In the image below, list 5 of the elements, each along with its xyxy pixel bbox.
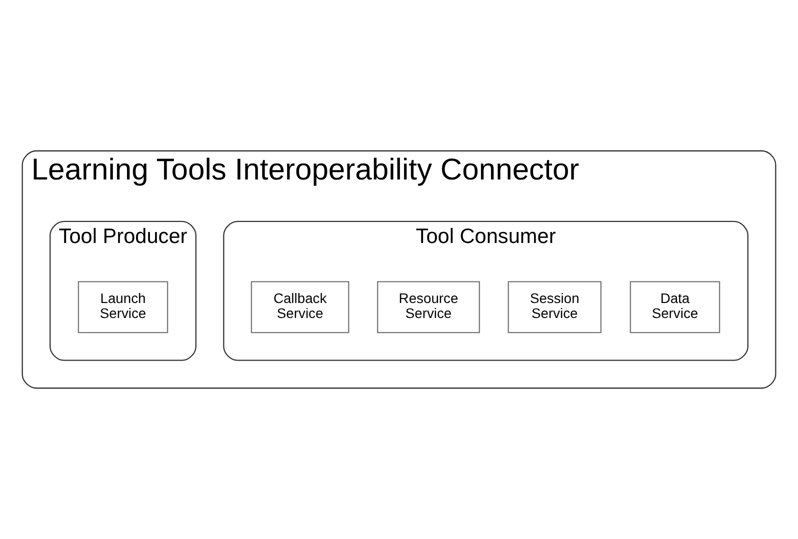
- node-box: Launch Service: [78, 281, 168, 334]
- node-box: Session Service: [508, 281, 602, 334]
- node-box: Resource Service: [377, 281, 480, 334]
- node-box: Data Service: [630, 281, 720, 334]
- node-box: Callback Service: [250, 281, 350, 334]
